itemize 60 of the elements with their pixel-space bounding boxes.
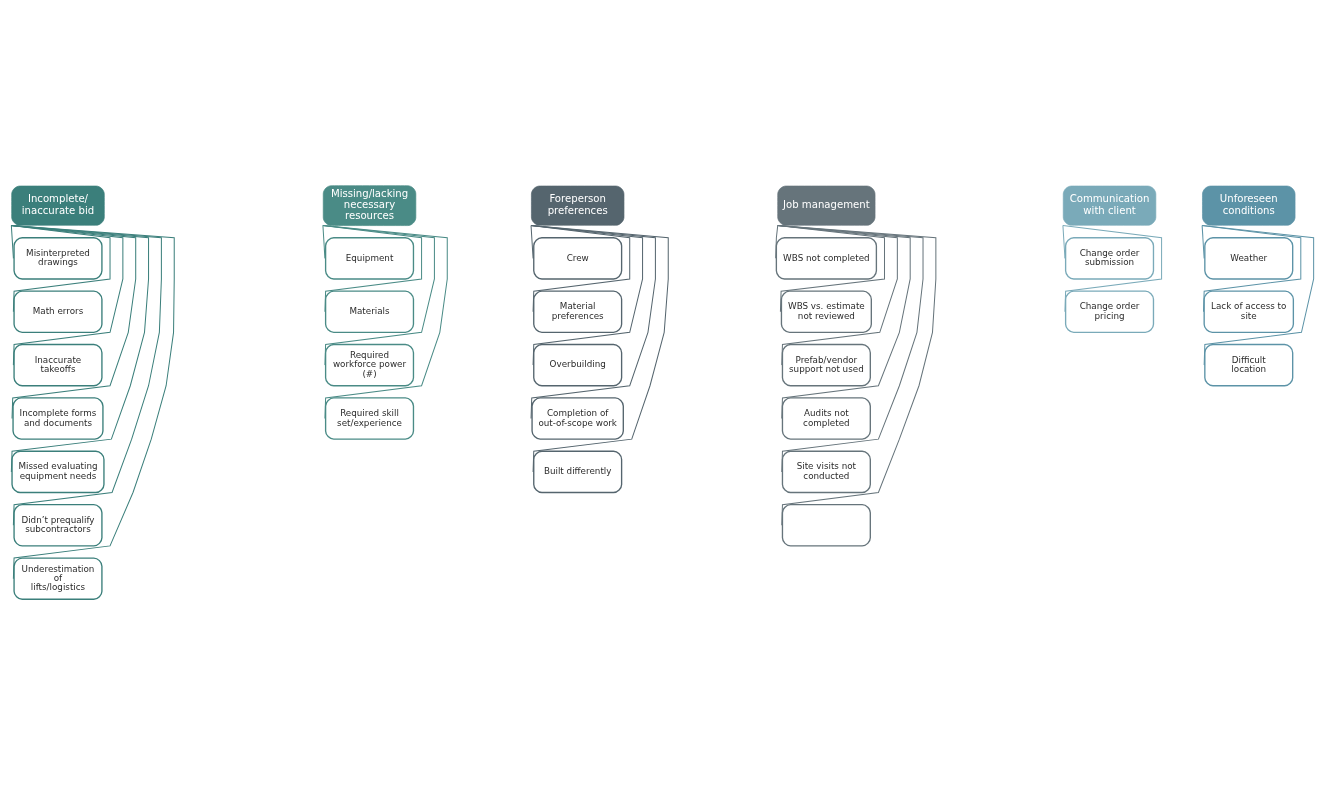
connector xyxy=(10,225,14,259)
connector xyxy=(777,225,924,473)
node-box: WBS not completed xyxy=(775,237,878,280)
node-box: Site visits not conducted xyxy=(781,450,871,494)
connector xyxy=(777,225,911,420)
node-box: Job management xyxy=(777,185,876,226)
connector xyxy=(10,225,124,366)
node-box: Underestimation of lifts/logistics xyxy=(13,557,103,600)
node-box: Change order submission xyxy=(1064,237,1155,280)
node-box: Built differently xyxy=(533,450,623,494)
node-box: Crew xyxy=(533,237,623,280)
connector xyxy=(1201,225,1315,366)
connector xyxy=(322,225,448,420)
node-box: Equipment xyxy=(324,237,415,280)
connector xyxy=(530,225,669,473)
node-box: Materials xyxy=(324,290,415,334)
node-box: Weather xyxy=(1204,237,1294,280)
node-box: Missed evaluating equipment needs xyxy=(11,450,105,494)
node-box: Prefab/vendor support not used xyxy=(781,343,871,387)
connector xyxy=(1062,225,1163,313)
connector xyxy=(530,225,644,366)
connector xyxy=(322,225,326,259)
node-box: Foreperson preferences xyxy=(531,185,625,226)
node-box: Incomplete/ inaccurate bid xyxy=(11,185,105,226)
node-box: Incomplete forms and documents xyxy=(12,397,104,440)
connector xyxy=(1062,225,1066,259)
connector xyxy=(530,225,656,420)
node-box: Difficult location xyxy=(1204,343,1294,387)
node-box: Inaccurate takeoffs xyxy=(13,343,103,387)
node-box xyxy=(781,504,871,547)
node-box: Material preferences xyxy=(533,290,623,334)
node-box: WBS vs. estimate not reviewed xyxy=(780,290,872,334)
node-box: Missing/lacking necessary resources xyxy=(322,185,417,226)
node-box: Didn’t prequalify subcontractors xyxy=(13,504,103,547)
node-box: Communication with client xyxy=(1062,185,1157,226)
connector xyxy=(777,225,885,313)
node-box: Math errors xyxy=(13,290,103,334)
connector xyxy=(10,225,162,526)
connector xyxy=(777,225,937,526)
connector xyxy=(10,225,137,420)
connector xyxy=(10,225,111,313)
node-box: Unforeseen conditions xyxy=(1202,185,1296,226)
node-box: Required skill set/experience xyxy=(324,397,415,440)
node-box: Completion of out-of-scope work xyxy=(531,397,624,440)
connector xyxy=(530,225,631,313)
node-box: Lack of access to site xyxy=(1203,290,1295,334)
connector xyxy=(775,225,779,259)
node-box: Misinterpreted drawings xyxy=(13,237,103,280)
connector xyxy=(10,225,175,580)
connector xyxy=(1201,225,1302,313)
connector xyxy=(777,225,898,366)
node-box: Required workforce power (#) xyxy=(324,343,415,387)
node-box: Change order pricing xyxy=(1064,290,1155,334)
connector xyxy=(1201,225,1205,259)
connector xyxy=(322,225,423,313)
connector xyxy=(322,225,435,366)
connector xyxy=(530,225,534,259)
node-box: Audits not completed xyxy=(781,397,871,440)
connector xyxy=(10,225,150,473)
node-box: Overbuilding xyxy=(533,343,623,387)
